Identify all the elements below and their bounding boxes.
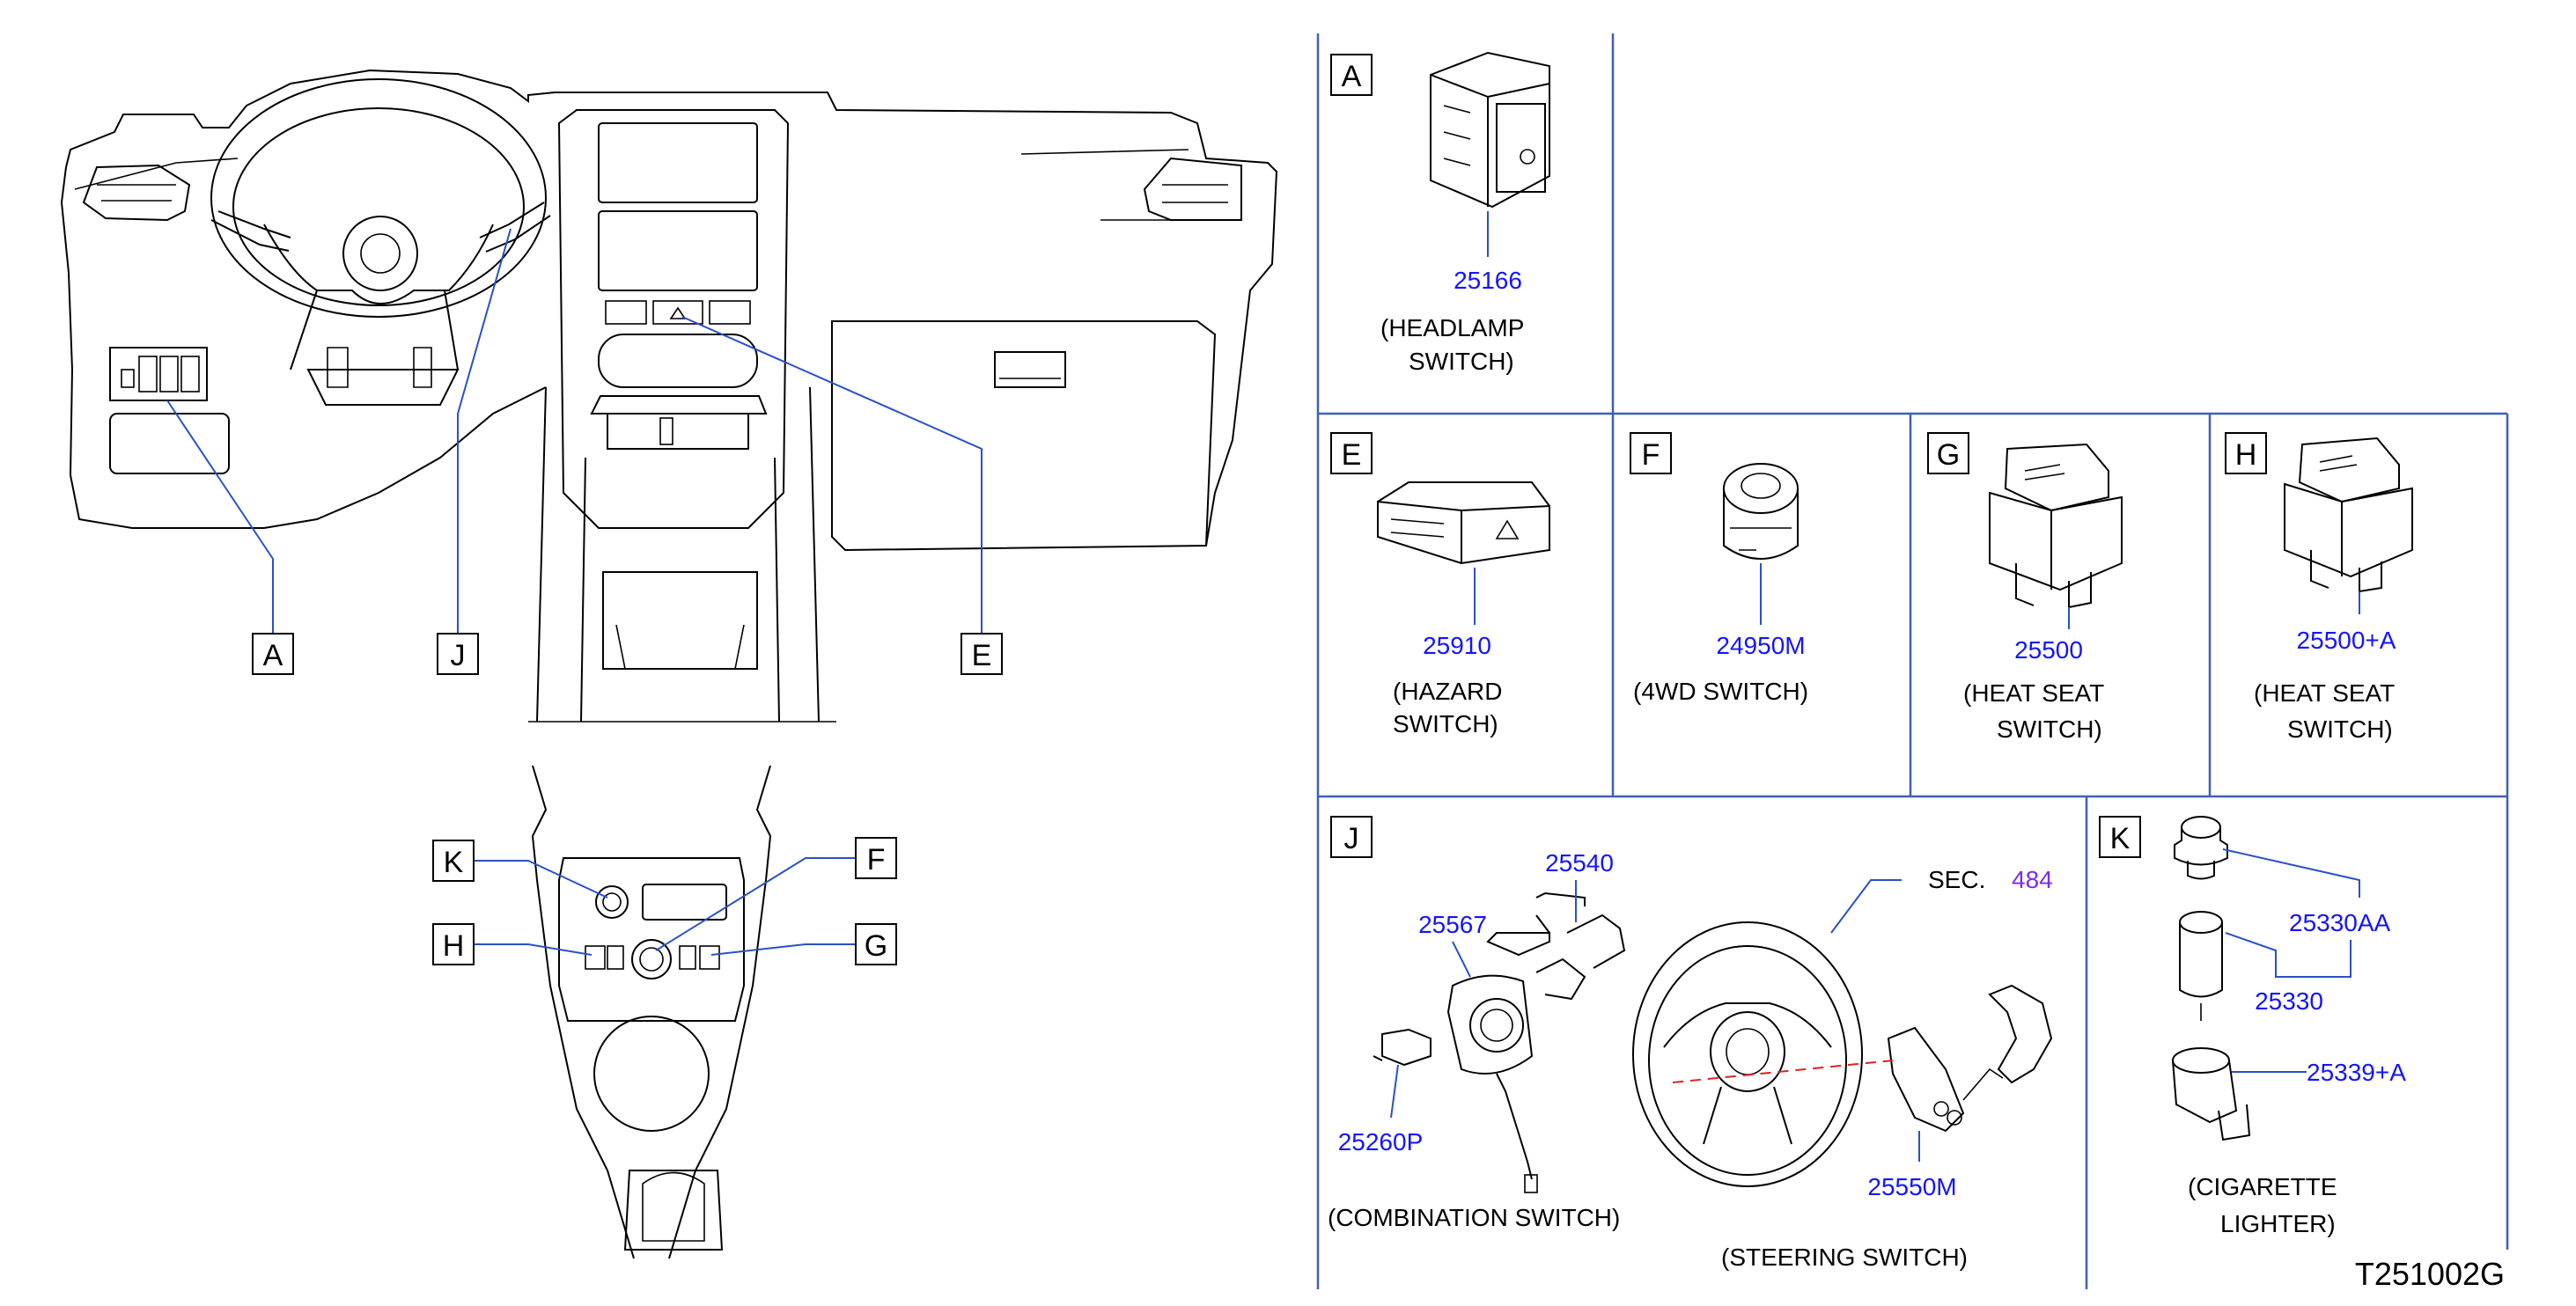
part-number-25567: 25567 [1418,911,1487,938]
callout-H-console: H [432,923,475,965]
sec-label: SEC. [1928,866,1985,893]
sec-number: 484 [2012,866,2053,893]
console-illustration [531,765,772,1259]
hazard-switch-illustration [1377,481,1550,565]
svg-text:SWITCH): SWITCH) [2287,715,2393,743]
overview-leaders [166,228,983,634]
part-number-25330AA: 25330AA [2289,909,2391,936]
part-number-25540: 25540 [1545,849,1614,877]
panel-J: J 25540 25567 25260P (COMBINATION SWITCH… [1328,816,2053,1271]
svg-text:SWITCH): SWITCH) [1409,348,1514,375]
heat-seat-switch-illustration-h [2284,437,2413,593]
callout-K-console: K [432,840,475,882]
svg-text:F: F [1642,438,1660,472]
panel-A: A 25166 (HEADLAMP SWITCH) [1330,51,1550,375]
part-number-25166: 25166 [1454,267,1522,294]
callout-A-overview: A [252,633,294,675]
svg-text:(HEAT SEAT: (HEAT SEAT [1963,679,2104,707]
panel-E: E 25910 (HAZARD SWITCH) [1330,432,1550,737]
svg-text:H: H [443,929,465,963]
callout-J-overview: J [437,633,479,675]
console-leaders [474,857,856,956]
diagram-reference-code: T251002G [2355,1256,2505,1292]
part-number-25550M: 25550M [1867,1173,1956,1200]
svg-text:(STEERING SWITCH): (STEERING SWITCH) [1721,1244,1968,1271]
panel-F: F 24950M (4WD SWITCH) [1630,432,1808,705]
svg-text:LIGHTER): LIGHTER) [2220,1210,2336,1237]
svg-text:(HEAT SEAT: (HEAT SEAT [2254,679,2395,707]
svg-text:K: K [2110,822,2131,855]
svg-text:A: A [1342,60,1362,93]
dashboard-illustration [60,69,1278,723]
svg-text:E: E [972,639,992,672]
4wd-switch-illustration [1723,463,1799,560]
callout-G-console: G [855,923,897,965]
svg-text:J: J [1344,822,1359,855]
svg-text:H: H [2235,438,2257,472]
svg-text:(4WD SWITCH): (4WD SWITCH) [1633,678,1808,705]
combination-switch-illustration [1373,891,1626,1193]
svg-text:G: G [865,929,887,963]
panel-A-letter-box [1330,54,1373,96]
svg-text:SWITCH): SWITCH) [1997,715,2102,743]
svg-text:SWITCH): SWITCH) [1393,710,1498,737]
panel-grid [1316,33,2509,1289]
part-number-25500+A: 25500+A [2297,627,2396,654]
panel-K: K 25330AA 25330 25339+A (CIGARETTE LIGHT… [2099,816,2406,1237]
part-number-25260P: 25260P [1338,1128,1424,1156]
part-number-25339+A: 25339+A [2307,1059,2406,1086]
svg-text:A: A [263,639,283,672]
svg-text:E: E [1342,438,1362,472]
steering-wheel-illustration [1632,921,2053,1187]
svg-text:J: J [451,639,466,672]
svg-text:(HEADLAMP: (HEADLAMP [1380,314,1524,341]
svg-text:K: K [444,846,464,879]
svg-text:G: G [1937,438,1960,472]
callout-E-overview: E [960,633,1003,675]
heat-seat-switch-illustration-g [1989,443,2123,609]
panel-G: G 25500 (HEAT SEAT SWITCH) [1927,432,2123,743]
part-number-24950M: 24950M [1716,632,1805,659]
svg-text:(HAZARD: (HAZARD [1393,678,1502,705]
panel-H: H 25500+A (HEAT SEAT SWITCH) [2225,432,2413,743]
svg-text:(COMBINATION SWITCH): (COMBINATION SWITCH) [1328,1204,1620,1231]
part-number-25330: 25330 [2255,987,2323,1015]
callout-F-console: F [855,837,897,879]
headlamp-switch-illustration [1430,51,1550,209]
svg-text:(CIGARETTE: (CIGARETTE [2188,1173,2337,1200]
cigarette-lighter-illustration [2172,816,2251,1141]
part-number-25500: 25500 [2014,636,2083,664]
part-number-25910: 25910 [1423,632,1491,659]
svg-text:F: F [867,843,886,877]
